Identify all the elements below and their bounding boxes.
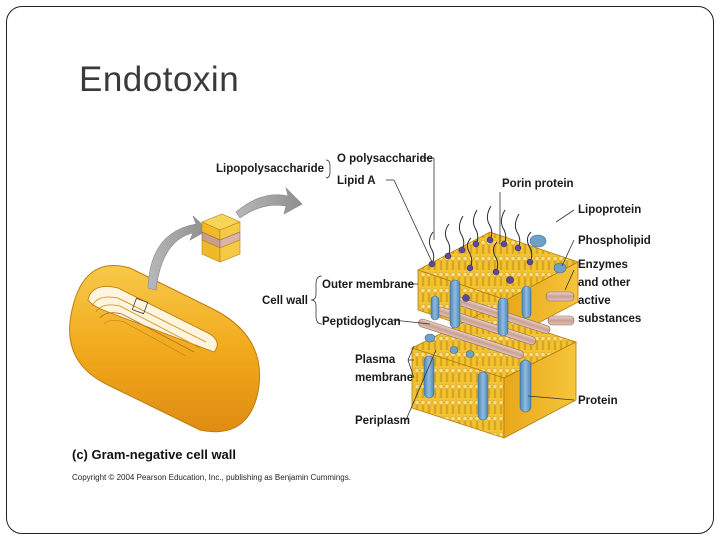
- label-enzymes-3: active: [578, 295, 611, 307]
- label-lipoprotein: Lipoprotein: [578, 204, 641, 216]
- label-lipopolysaccharide: Lipopolysaccharide: [216, 163, 324, 175]
- zoom-arrow-2: [235, 187, 303, 219]
- label-cell-wall: Cell wall: [262, 295, 308, 307]
- label-lipid-a: Lipid A: [337, 175, 376, 187]
- o-polysaccharide-chains: [428, 205, 533, 273]
- bacterium-cell: [69, 265, 261, 433]
- label-plasma-2: membrane: [355, 372, 413, 384]
- label-outer-membrane: Outer membrane: [322, 279, 414, 291]
- label-plasma-1: Plasma: [355, 354, 396, 366]
- label-peptidoglycan: Peptidoglycan: [322, 316, 401, 328]
- label-enzymes-2: and other: [578, 277, 631, 289]
- membrane-proteins: [423, 234, 567, 421]
- label-enzymes-4: substances: [578, 313, 641, 325]
- label-periplasm: Periplasm: [355, 415, 410, 427]
- membrane-block: [410, 205, 580, 439]
- zoom-arrow-1: [147, 215, 209, 291]
- label-protein: Protein: [578, 395, 618, 407]
- figure-copyright: Copyright © 2004 Pearson Education, Inc.…: [72, 473, 351, 482]
- slide-title: Endotoxin: [79, 60, 240, 99]
- label-porin-protein: Porin protein: [502, 178, 574, 190]
- lipid-a-heads: [428, 236, 534, 302]
- figure-caption: (c) Gram-negative cell wall: [72, 447, 236, 462]
- leader-lines: [310, 157, 575, 421]
- wall-cube: [201, 213, 241, 263]
- label-phospholipid: Phospholipid: [578, 235, 651, 247]
- label-enzymes-1: Enzymes: [578, 259, 628, 271]
- label-o-polysaccharide: O polysaccharide: [337, 153, 433, 165]
